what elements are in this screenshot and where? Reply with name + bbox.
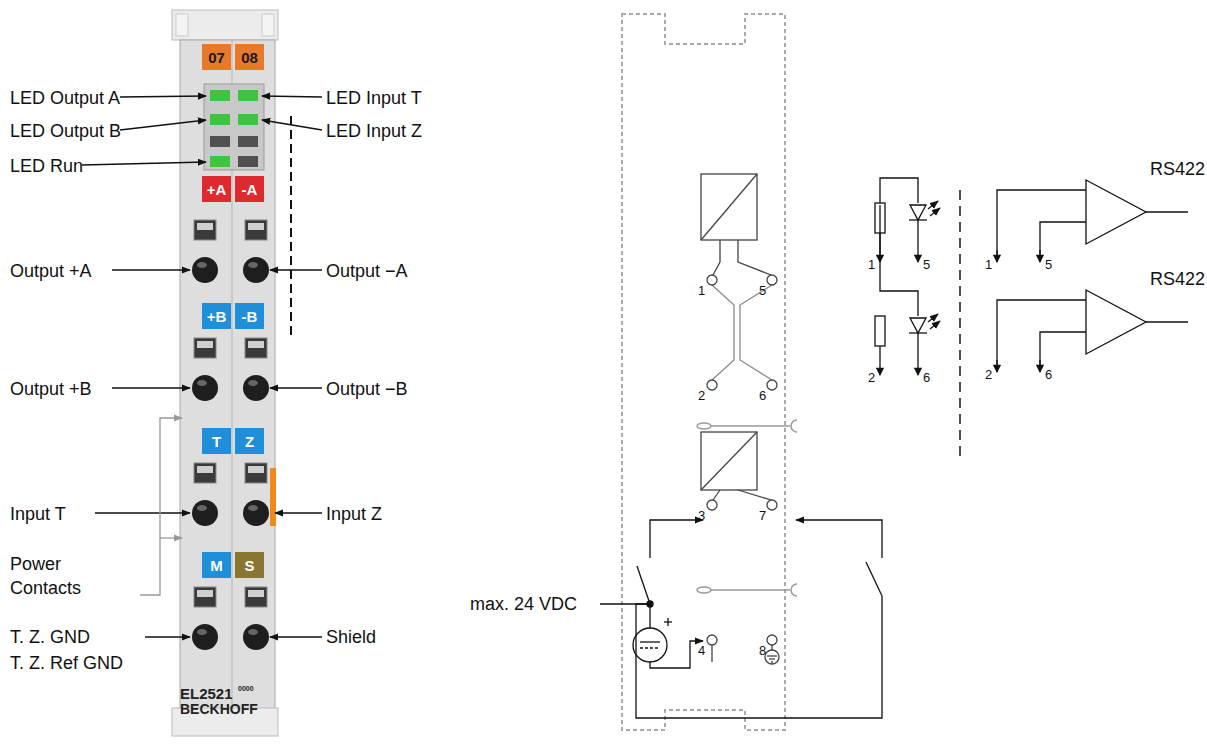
- callout-label: Output −A: [326, 259, 408, 283]
- pin-number: 6: [923, 371, 930, 385]
- tile-label: T: [212, 433, 221, 450]
- dc-converters: [701, 174, 772, 500]
- pin-number: 4: [698, 644, 705, 658]
- terminal-tile: T: [202, 428, 231, 454]
- supply-wiring: [600, 520, 882, 718]
- tile-label: 07: [208, 49, 225, 66]
- tile-label: S: [244, 557, 254, 574]
- pin-number: 5: [923, 258, 930, 272]
- callout-label: LED Output A: [10, 86, 120, 110]
- dashed-line: [290, 116, 292, 335]
- pin-number: 1: [698, 284, 705, 298]
- callout-label: Output −B: [326, 377, 408, 401]
- pin-number: 7: [759, 509, 766, 523]
- callout-label: Output +B: [10, 377, 92, 401]
- callout-label: T. Z. GND: [10, 625, 90, 649]
- orange-strip: [270, 468, 276, 526]
- terminal-outline: [622, 14, 785, 730]
- model-text: BECKHOFF: [180, 702, 258, 716]
- terminal-tile: 07: [202, 44, 231, 70]
- model-text: EL2521: [180, 686, 233, 701]
- pin-number: 2: [868, 371, 875, 385]
- power-contact-rails: [697, 420, 797, 596]
- callout-label: Output +A: [10, 259, 92, 283]
- tile-label: -A: [242, 181, 258, 198]
- terminal-tile: M: [202, 552, 231, 578]
- callout-label: T. Z. Ref GND: [10, 651, 123, 675]
- leader-lines: [82, 96, 322, 637]
- callout-label: LED Input Z: [326, 119, 422, 143]
- callout-label: LED Output B: [10, 119, 121, 143]
- driver-label: RS422: [1150, 267, 1205, 291]
- pin-number: 5: [759, 284, 766, 298]
- terminal-pins: [707, 275, 779, 664]
- pin-number: 5: [1045, 258, 1052, 272]
- callout-label: LED Run: [10, 154, 83, 178]
- optocoupler-inputs: [875, 178, 940, 375]
- callout-label: Input Z: [326, 502, 382, 526]
- model-text: 0000: [238, 685, 254, 692]
- driver-label: RS422: [1150, 157, 1205, 181]
- callout-label: LED Input T: [326, 86, 422, 110]
- pin-number: 1: [985, 258, 992, 272]
- tile-label: +A: [207, 181, 227, 198]
- pin-number: 6: [759, 389, 766, 403]
- pin-number: 2: [698, 389, 705, 403]
- pin-number: 1: [868, 258, 875, 272]
- terminal-housing: [172, 10, 278, 736]
- terminal-tile: Z: [235, 428, 264, 454]
- pin-number: 6: [1045, 368, 1052, 382]
- terminal-tile: S: [235, 552, 264, 578]
- pin-number: 3: [698, 509, 705, 523]
- terminal-body: EL2521 0000BECKHOFF 07 08 +A -A +B -B T Z M S: [172, 8, 278, 734]
- callout-label: Power Contacts: [10, 552, 110, 600]
- terminal-tile: 08: [235, 44, 264, 70]
- pin-number: 8: [759, 644, 766, 658]
- tile-label: 08: [241, 49, 258, 66]
- tile-label: +B: [207, 308, 227, 325]
- pin-number: 2: [985, 368, 992, 382]
- tile-label: Z: [245, 433, 254, 450]
- terminal-tile: +B: [202, 303, 231, 329]
- callout-label: Shield: [326, 625, 376, 649]
- spring-contacts: [192, 220, 269, 650]
- callout-label: Input T: [10, 502, 66, 526]
- terminal-tile: +A: [202, 176, 231, 202]
- supply-voltage: max. 24 VDC: [470, 592, 577, 616]
- isolation-barrier: [959, 190, 961, 462]
- power-contact-leaders: [140, 418, 182, 595]
- tile-label: -B: [242, 308, 258, 325]
- tile-label: M: [210, 557, 223, 574]
- terminal-tile: -A: [235, 176, 264, 202]
- terminal-tile: -B: [235, 303, 264, 329]
